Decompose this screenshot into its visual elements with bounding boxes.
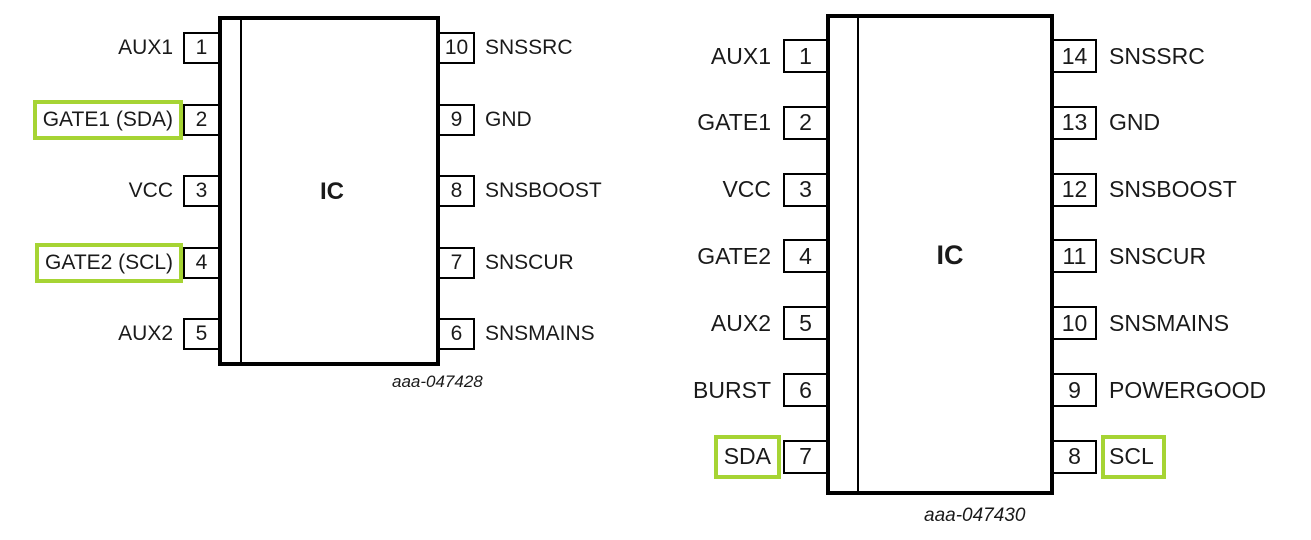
pin-1-box: 1 <box>183 32 220 64</box>
pin-8-box: 8 <box>1052 439 1097 474</box>
pin-13-name: GND <box>1109 109 1161 136</box>
pin-1-box: 1 <box>783 39 828 73</box>
pin-7-box: 7 <box>783 439 828 474</box>
pin-14-box: 14 <box>1052 39 1097 73</box>
pin-1-name: AUX1 <box>710 42 771 69</box>
pin-13-box: 13 <box>1052 105 1097 140</box>
pin-7-highlight-box <box>714 434 781 479</box>
pin-5-name: AUX2 <box>710 309 771 336</box>
pin-8-box: 8 <box>438 175 475 207</box>
pin-6-box: 6 <box>783 373 828 407</box>
pin-4-highlight-box <box>35 242 183 283</box>
pin-9-name: POWERGOOD <box>1109 376 1267 403</box>
pin-6-box: 6 <box>438 318 475 350</box>
pin-2-highlight-box <box>33 99 183 140</box>
pin-5-box: 5 <box>783 306 828 341</box>
ic-body: IC <box>218 16 440 366</box>
pin-12-box: 12 <box>1052 172 1097 207</box>
ic-label: IC <box>936 240 964 270</box>
pin-3-box: 3 <box>183 175 220 207</box>
pin-4-name: GATE2 (SCL) <box>45 250 173 274</box>
pin-8-highlight-box <box>1101 434 1166 479</box>
pin-6-name: BURST <box>693 376 771 403</box>
pin-7-name: SDA <box>723 443 771 470</box>
pin-9-box: 9 <box>1052 373 1097 407</box>
pin-2-name: GATE1 (SDA) <box>42 107 173 131</box>
pin-5-box: 5 <box>183 318 220 350</box>
pin-10-box: 10 <box>1052 306 1097 341</box>
pin-9-box: 9 <box>438 103 475 136</box>
pin-8-name: SNSBOOST <box>485 179 602 202</box>
pin-7-box: 7 <box>438 246 475 279</box>
pin-5-name: AUX2 <box>118 322 173 345</box>
pin1-indicator-line <box>857 18 859 491</box>
pin-3-name: VCC <box>128 179 173 202</box>
pin1-indicator-line <box>240 20 242 362</box>
pin-7-name: SNSCUR <box>485 250 574 274</box>
figure-caption: aaa-047428 <box>392 372 483 391</box>
pin-2-box: 2 <box>783 105 828 140</box>
pin-12-name: SNSBOOST <box>1109 176 1237 203</box>
pin-6-name: SNSMAINS <box>485 322 595 345</box>
pin-11-name: SNSCUR <box>1109 242 1207 269</box>
pin-4-box: 4 <box>783 239 828 274</box>
pin-8-name: SCL <box>1109 443 1154 470</box>
pin-1-name: AUX1 <box>118 36 173 59</box>
pin-4-name: GATE2 <box>697 242 771 269</box>
ic-label: IC <box>320 178 344 205</box>
pin-10-name: SNSMAINS <box>1109 309 1230 336</box>
pin-2-name: GATE1 <box>697 109 771 136</box>
pin-4-box: 4 <box>183 246 220 279</box>
pin-3-box: 3 <box>783 172 828 207</box>
pin-11-box: 11 <box>1052 239 1097 274</box>
pin-9-name: GND <box>485 107 532 131</box>
pin-14-name: SNSSRC <box>1109 42 1205 69</box>
ic-body: IC <box>826 14 1054 495</box>
pin-3-name: VCC <box>722 176 771 203</box>
pin-10-name: SNSSRC <box>485 36 573 59</box>
pin-2-box: 2 <box>183 103 220 136</box>
figure-caption: aaa-047430 <box>924 505 1026 526</box>
pin-10-box: 10 <box>438 32 475 64</box>
